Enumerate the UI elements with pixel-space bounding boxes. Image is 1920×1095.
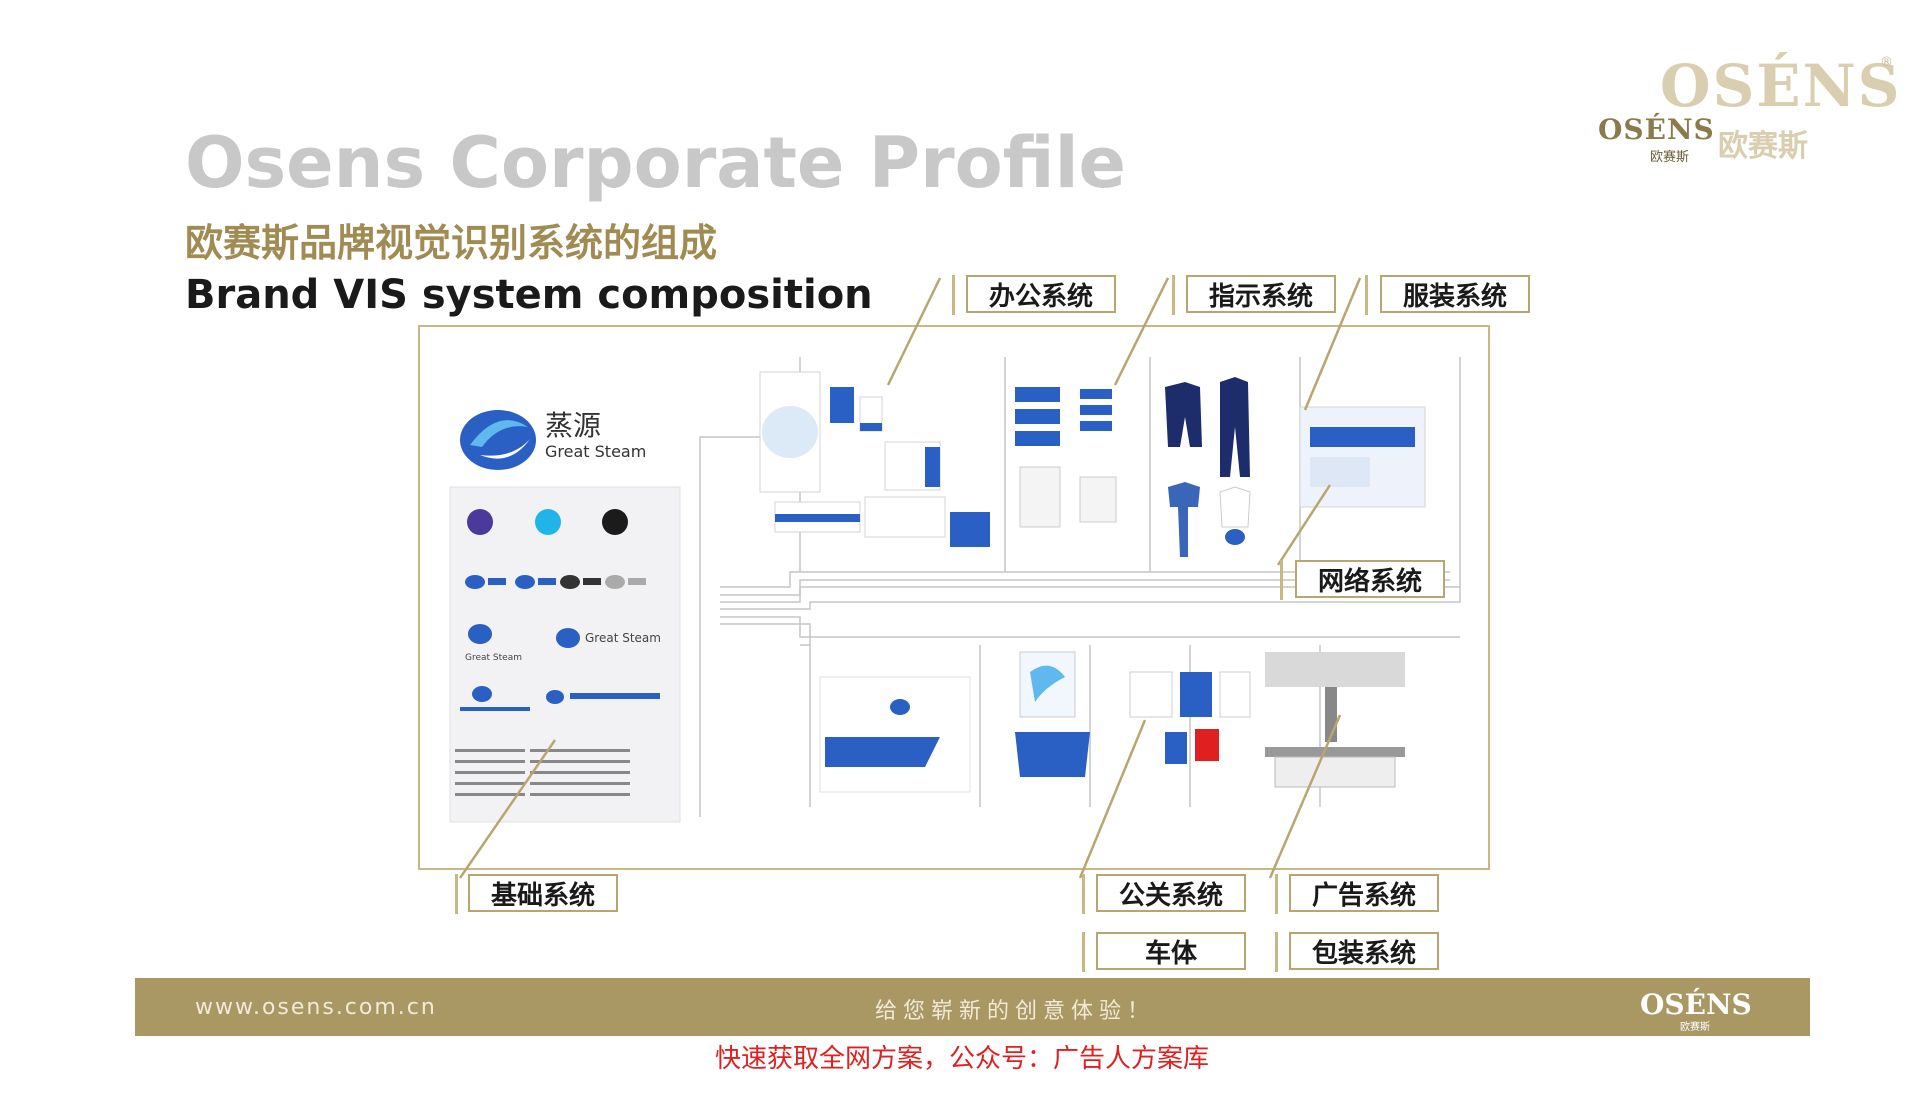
vis-illustration: 蒸源 Great Steam Great Steam Great Steam xyxy=(449,357,1461,823)
label-pr-system: 公关系统 xyxy=(1096,874,1246,912)
footer-slogan: 给您崭新的创意体验！ xyxy=(875,999,1156,1024)
office-label-tick xyxy=(952,275,955,315)
basic-label-tick xyxy=(455,874,458,914)
label-office-system: 办公系统 xyxy=(966,275,1116,313)
footer-url[interactable]: www.osens.com.cn xyxy=(195,995,437,1020)
registered-mark: ® xyxy=(1880,55,1893,70)
logo-en-text: Great Steam xyxy=(545,442,646,461)
pr-label-tick xyxy=(1082,874,1085,914)
signage-label-tick xyxy=(1172,275,1175,315)
brand-cn-name: 欧赛斯 xyxy=(1718,129,1808,164)
label-basic-system: 基础系统 xyxy=(468,874,618,912)
brand-logo: OSÉNS xyxy=(1660,52,1902,120)
packaging-label-tick xyxy=(1275,932,1278,972)
brand-cn-small: 欧赛斯 xyxy=(1650,150,1690,165)
page-title-cn: 欧赛斯品牌视觉识别系统的组成 xyxy=(185,221,718,265)
label-apparel-system: 服装系统 xyxy=(1380,275,1530,313)
label-signage-system: 指示系统 xyxy=(1186,275,1336,313)
label-vehicle: 车体 xyxy=(1096,932,1246,970)
logo-cn-text: 蒸源 xyxy=(545,409,601,442)
vehicle-label-tick xyxy=(1082,932,1085,972)
greatsteam-logo xyxy=(460,410,536,470)
footer-logo-cn: 欧赛斯 xyxy=(1680,1022,1710,1033)
apparel-label-tick xyxy=(1365,275,1368,315)
page-subtitle: Brand VIS system composition xyxy=(185,272,873,318)
watermark-text: 快速获取全网方案，公众号：广告人方案库 xyxy=(715,1044,1210,1074)
footer-bar xyxy=(135,978,1810,1036)
label-advertising-system: 广告系统 xyxy=(1289,874,1439,912)
brand-logo-small: OSÉNS xyxy=(1598,113,1715,146)
advertising-label-tick xyxy=(1275,874,1278,914)
label-packaging-system: 包装系统 xyxy=(1289,932,1439,970)
page-title: Osens Corporate Profile xyxy=(185,122,1127,204)
svg-text:Great Steam: Great Steam xyxy=(465,653,522,663)
svg-text:Great Steam: Great Steam xyxy=(585,631,661,645)
footer-logo: OSÉNS xyxy=(1640,988,1752,1021)
label-network-system: 网络系统 xyxy=(1295,560,1445,598)
network-label-tick xyxy=(1280,560,1283,600)
